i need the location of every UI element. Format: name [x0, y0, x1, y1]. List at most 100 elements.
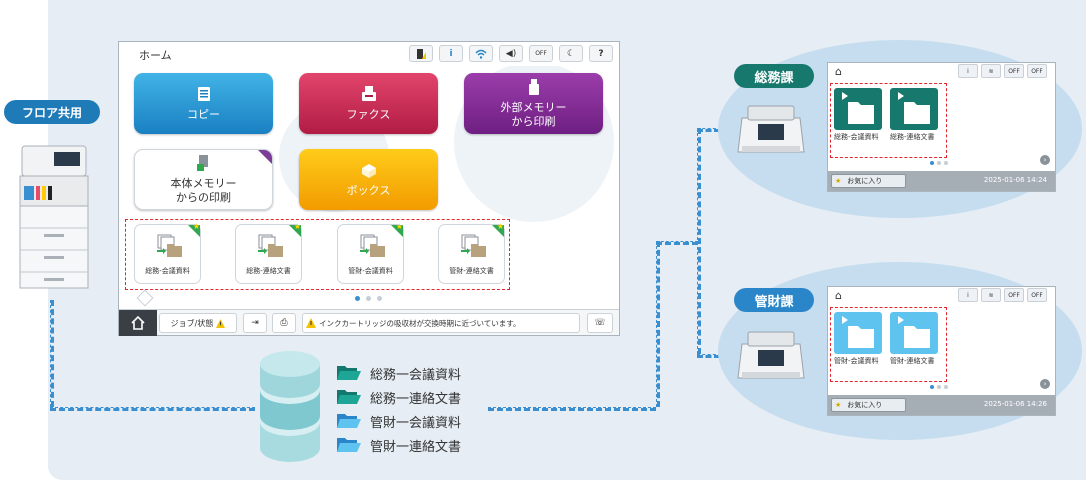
corner-marker	[258, 150, 272, 164]
wifi-icon[interactable]: ≋	[981, 288, 1001, 302]
volume-icon[interactable]: ◀)	[499, 45, 523, 62]
screen-header: ⌂ i ≋ OFF OFF	[828, 287, 1055, 304]
folder-icon	[337, 414, 361, 428]
page-indicator	[930, 385, 948, 389]
shortcut-label: 総務-会議資料	[145, 267, 190, 275]
favorites-button[interactable]: ★ お気に入り	[831, 174, 906, 188]
page-dot[interactable]	[930, 161, 934, 165]
shortcut-tile[interactable]: ★ 総務-会議資料	[134, 222, 201, 284]
department-badge: 総務課	[734, 64, 814, 88]
folder-tile[interactable]	[834, 88, 882, 130]
screen-bottom-bar: ★ お気に入り 2025-01-06 14:26	[828, 395, 1055, 415]
page-dot[interactable]	[366, 296, 371, 301]
timestamp: 2025-01-06 14:26	[983, 400, 1047, 408]
wifi-icon[interactable]	[469, 45, 493, 62]
star-icon: ★	[496, 222, 504, 231]
folder-tile[interactable]	[834, 312, 882, 354]
favorite-corner	[492, 225, 504, 237]
stop-button[interactable]: ⇥	[243, 313, 267, 333]
connector-line	[656, 241, 660, 407]
folder-shortcut-icon	[461, 234, 486, 257]
favorites-icon: ★	[835, 401, 842, 409]
status-message-bar[interactable]: インクカートリッジの吸収材が交換時期に近づいています。	[302, 313, 580, 333]
favorite-corner	[188, 225, 200, 237]
connector-line	[50, 407, 255, 411]
favorites-icon: ★	[835, 177, 842, 185]
phone-icon[interactable]: ☏	[587, 313, 613, 333]
home-button[interactable]	[119, 310, 157, 336]
page-dot[interactable]	[355, 296, 360, 301]
folder-name: 総務一会議資料	[370, 367, 462, 383]
help-icon[interactable]: ?	[589, 45, 613, 62]
job-status-button[interactable]: ジョブ/状態	[159, 313, 237, 333]
page-dot[interactable]	[944, 385, 948, 389]
sleep-icon[interactable]: ☾	[559, 45, 583, 62]
wifi-direct-off-icon[interactable]: OFF	[529, 45, 553, 62]
fax-icon	[361, 86, 376, 102]
usb-print-tile[interactable]: 外部メモリー から印刷	[464, 73, 603, 134]
star-icon: ★	[395, 222, 403, 231]
panel-header: ホーム i ◀) OFF ☾ ?	[119, 42, 619, 66]
database-folder-item: 管財一連絡文書	[336, 433, 461, 457]
folder-shortcut-icon	[258, 234, 283, 257]
scanner-icon	[737, 105, 805, 153]
folder-name: 管財一会議資料	[370, 415, 462, 431]
status-message: インクカートリッジの吸収材が交換時期に近づいています。	[319, 318, 521, 328]
warning-icon	[306, 318, 316, 328]
scanner-screen: ⌂ i ≋ OFF OFF 総務-会議資料 総務-連絡文書 ›	[827, 62, 1056, 192]
fax-tile[interactable]: ファクス	[299, 73, 438, 134]
ink-icon[interactable]	[409, 45, 433, 62]
box-tile[interactable]: ボックス	[299, 149, 438, 210]
database-icon	[260, 351, 320, 462]
next-page-icon[interactable]: ›	[1040, 155, 1050, 165]
timestamp: 2025-01-06 14:24	[983, 176, 1047, 184]
folder-tile[interactable]	[890, 88, 938, 130]
favorites-button[interactable]: ★ お気に入り	[831, 398, 906, 412]
favorite-corner	[391, 225, 403, 237]
panel-bottom-bar: ジョブ/状態 ⇥ ⎙ インクカートリッジの吸収材が交換時期に近づいています。 ☏	[119, 309, 619, 336]
floor-shared-badge: フロア共用	[4, 100, 100, 124]
shortcut-tile[interactable]: ★ 管財-連絡文書	[438, 222, 505, 284]
screen-status-icons: i ≋ OFF OFF	[958, 288, 1047, 302]
info-icon[interactable]: i	[439, 45, 463, 62]
box-label: ボックス	[346, 184, 391, 198]
scan-off-icon[interactable]: OFF	[1027, 288, 1047, 302]
memory-print-tile[interactable]: 本体メモリー からの印刷	[134, 149, 273, 210]
scan-off-icon[interactable]: OFF	[1027, 64, 1047, 78]
multifunction-printer-icon	[19, 145, 89, 289]
info-icon[interactable]: i	[958, 288, 978, 302]
copy-label: コピー	[187, 108, 220, 122]
folder-icon	[337, 390, 361, 404]
shortcut-label: 管財-会議資料	[348, 267, 393, 275]
printer-button[interactable]: ⎙	[272, 313, 296, 333]
folder-highlight-box: 管財-会議資料 管財-連絡文書	[830, 307, 947, 382]
next-page-icon[interactable]: ›	[1040, 379, 1050, 389]
page-dot[interactable]	[930, 385, 934, 389]
info-icon[interactable]: i	[958, 64, 978, 78]
folder-shortcut-icon	[157, 234, 182, 257]
wifi-direct-off-icon[interactable]: OFF	[1004, 288, 1024, 302]
star-icon: ★	[293, 222, 301, 231]
folder-label: 管財-会議資料	[834, 357, 879, 365]
folder-shortcut-icon	[360, 234, 385, 257]
home-icon[interactable]: ⌂	[835, 65, 842, 78]
shortcut-tile[interactable]: ★ 管財-会議資料	[337, 222, 404, 284]
database-folder-item: 管財一会議資料	[336, 409, 461, 433]
wifi-direct-off-icon[interactable]: OFF	[1004, 64, 1024, 78]
screen-bottom-bar: ★ お気に入り 2025-01-06 14:24	[828, 171, 1055, 191]
home-icon[interactable]: ⌂	[835, 289, 842, 302]
page-dot[interactable]	[944, 161, 948, 165]
page-dot[interactable]	[377, 296, 382, 301]
connector-line	[50, 300, 54, 407]
folder-tile[interactable]	[890, 312, 938, 354]
shortcut-tile[interactable]: ★ 総務-連絡文書	[235, 222, 302, 284]
wifi-icon[interactable]: ≋	[981, 64, 1001, 78]
page-dot[interactable]	[937, 161, 941, 165]
copy-tile[interactable]: コピー	[134, 73, 273, 134]
page-dot[interactable]	[937, 385, 941, 389]
scanner-screen: ⌂ i ≋ OFF OFF 管財-会議資料 管財-連絡文書 ›	[827, 286, 1056, 416]
status-icon-bar: i ◀) OFF ☾ ?	[409, 45, 613, 62]
folder-highlight-box: 総務-会議資料 総務-連絡文書	[830, 83, 947, 158]
connector-line	[656, 241, 698, 245]
folder-icon	[337, 366, 361, 380]
